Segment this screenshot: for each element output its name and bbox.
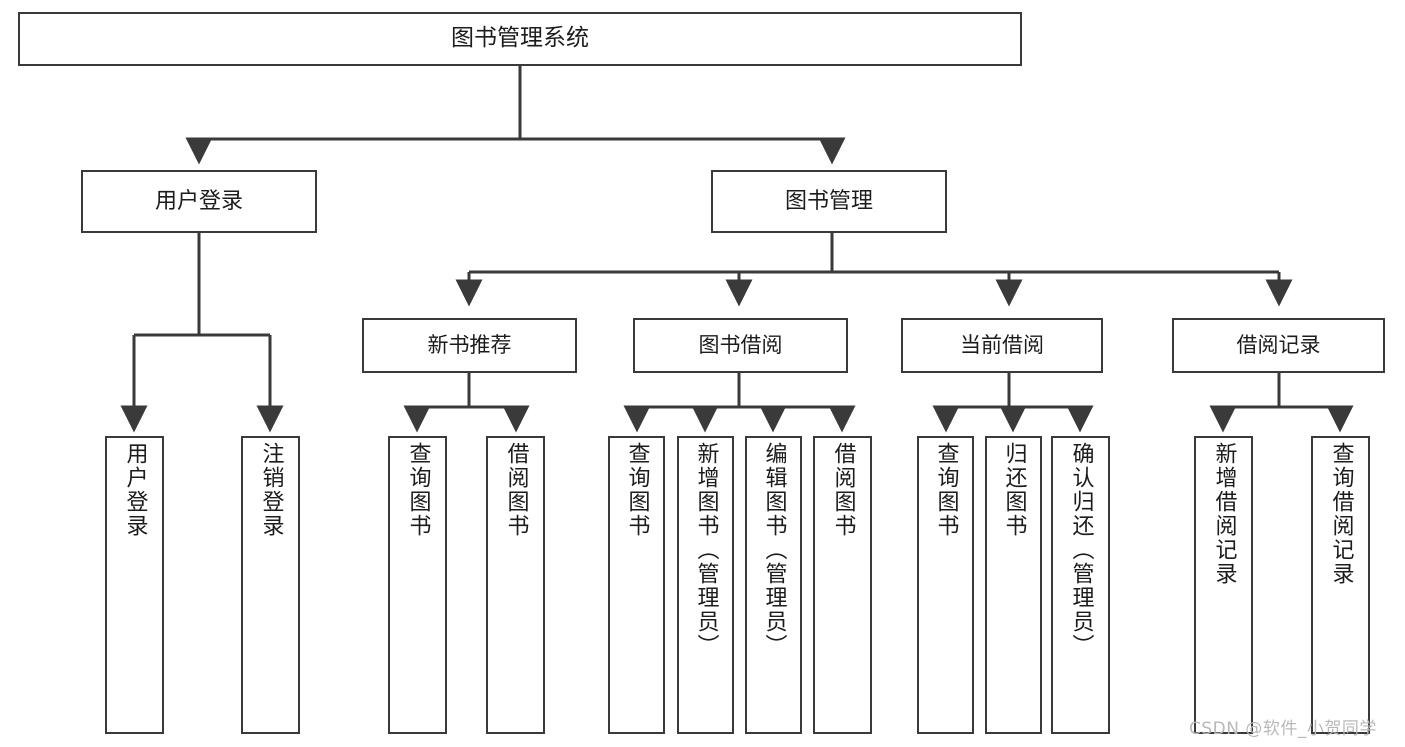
node-label: 借阅图书 xyxy=(830,442,856,538)
node-label: 图书借阅 xyxy=(698,333,783,358)
node-new-book-recommend[interactable]: 新书推荐 xyxy=(362,318,577,373)
node-label: 用户登录 xyxy=(154,188,243,214)
leaf-add-book-admin[interactable]: 新增图书（管理员） xyxy=(677,436,734,734)
node-label: 新增图书（管理员） xyxy=(693,442,719,658)
node-label: 新增借阅记录 xyxy=(1211,442,1237,586)
leaf-add-borrow-record[interactable]: 新增借阅记录 xyxy=(1194,436,1253,734)
node-label: 图书管理系统 xyxy=(451,25,589,52)
leaf-borrow-book[interactable]: 借阅图书 xyxy=(813,436,872,734)
node-label: 图书管理 xyxy=(784,188,873,214)
node-label: 当前借阅 xyxy=(960,333,1044,358)
node-label: 确认归还（管理员） xyxy=(1068,442,1094,658)
leaf-return-book[interactable]: 归还图书 xyxy=(985,436,1042,734)
node-label: 用户登录 xyxy=(122,442,148,538)
leaf-user-login[interactable]: 用户登录 xyxy=(105,436,164,734)
node-book-management[interactable]: 图书管理 xyxy=(711,170,947,233)
node-label: 查询图书 xyxy=(933,442,959,538)
node-label: 编辑图书（管理员） xyxy=(761,442,787,658)
watermark: CSDN @软件_小贺同学 xyxy=(1189,719,1377,739)
leaf-query-book-current[interactable]: 查询图书 xyxy=(917,436,974,734)
leaf-query-borrow-record[interactable]: 查询借阅记录 xyxy=(1311,436,1370,734)
node-label: 借阅图书 xyxy=(503,442,529,538)
leaf-logout[interactable]: 注销登录 xyxy=(241,436,300,734)
leaf-query-book-recommend[interactable]: 查询图书 xyxy=(388,436,447,734)
node-book-borrow[interactable]: 图书借阅 xyxy=(633,318,848,373)
leaf-query-book-borrow[interactable]: 查询图书 xyxy=(608,436,665,734)
node-current-borrow[interactable]: 当前借阅 xyxy=(901,318,1103,373)
node-label: 归还图书 xyxy=(1001,442,1027,538)
leaf-borrow-book-recommend[interactable]: 借阅图书 xyxy=(486,436,545,734)
node-borrow-record[interactable]: 借阅记录 xyxy=(1172,318,1385,373)
node-root[interactable]: 图书管理系统 xyxy=(18,12,1022,66)
node-label: 查询图书 xyxy=(624,442,650,538)
node-label: 查询借阅记录 xyxy=(1328,442,1354,586)
node-label: 注销登录 xyxy=(258,442,284,538)
leaf-confirm-return-admin[interactable]: 确认归还（管理员） xyxy=(1051,436,1110,734)
node-label: 新书推荐 xyxy=(427,333,512,358)
node-label: 查询图书 xyxy=(405,442,431,538)
node-label: 借阅记录 xyxy=(1236,333,1321,358)
node-user-login[interactable]: 用户登录 xyxy=(81,170,317,233)
leaf-edit-book-admin[interactable]: 编辑图书（管理员） xyxy=(745,436,802,734)
